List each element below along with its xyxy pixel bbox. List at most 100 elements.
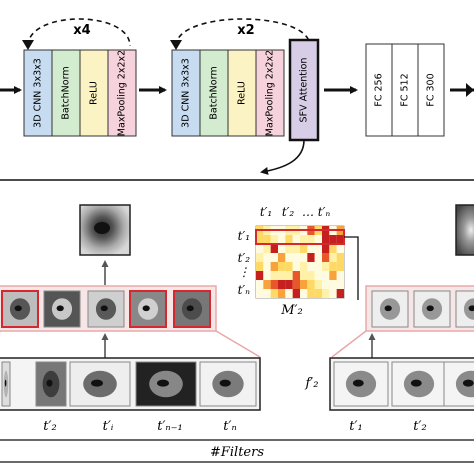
matrix-cell (300, 253, 308, 262)
matrix-cell (322, 253, 330, 262)
matrix-cell (307, 244, 315, 253)
block2-layer-3 (255, 49, 285, 137)
matrix-cell (285, 235, 293, 244)
right-frame-0-core (352, 379, 364, 387)
matrix-cell (278, 253, 286, 262)
block1-layer-label-0: 3D CNN 3x3x3 (33, 58, 44, 128)
fc-layer-0 (365, 43, 393, 137)
right-frame-2-core (462, 379, 474, 387)
fc-layer-2 (417, 43, 445, 137)
block1-repeat-label: x4 (73, 23, 90, 38)
matrix-cell (336, 235, 344, 244)
left-attended-frame-0-core (14, 305, 22, 312)
matrix-cell (300, 271, 308, 280)
matrix-cell (278, 262, 286, 271)
matrix-cell (292, 235, 300, 244)
matrix-cell (270, 280, 278, 289)
matrix-cell (336, 280, 344, 289)
matrix-cell (314, 235, 322, 244)
attention-detail-arrow (260, 139, 305, 175)
matrix-cell (336, 253, 344, 262)
matrix-cell (285, 244, 293, 253)
matrix-cell (256, 235, 264, 244)
highlight-connector (344, 236, 359, 300)
matrix-label: M′₂ (280, 303, 302, 318)
matrix-cell (285, 280, 293, 289)
block2-layer-label-1: BatchNorm (209, 66, 220, 119)
matrix-cell (278, 271, 286, 280)
matrix-cell (256, 262, 264, 271)
matrix-cell (336, 271, 344, 280)
matrix-cell (329, 289, 337, 298)
left-attended-frame-2-core (100, 305, 108, 312)
matrix-cell (270, 289, 278, 298)
matrix-cell (307, 289, 315, 298)
right-frames (333, 361, 474, 407)
matrix-cell (314, 253, 322, 262)
matrix-cell (292, 244, 300, 253)
matrix-cell (307, 280, 315, 289)
matrix-cell (256, 280, 264, 289)
block2-layer-0 (171, 49, 201, 137)
matrix-col-label-1: t′₂ (282, 205, 295, 219)
block1-layer-label-1: BatchNorm (61, 66, 72, 119)
matrix-cell (322, 244, 330, 253)
matrix-cell (336, 262, 344, 271)
matrix-cell (256, 271, 264, 280)
matrix-cell (278, 235, 286, 244)
block1-layer-label-3: MaxPooling 2x2x2 (117, 50, 128, 136)
matrix-cell (285, 289, 293, 298)
aggregated-map-left-blob (94, 222, 110, 234)
block1-layer-3 (107, 49, 137, 137)
matrix-cell (329, 244, 337, 253)
fc-layer-label-2: FC 300 (426, 73, 437, 106)
right-frame-1-core (410, 379, 422, 387)
matrix-col-label-2: … (302, 205, 314, 219)
left-frame-3-core (157, 379, 169, 387)
matrix-cell (314, 244, 322, 253)
matrix-cell (307, 235, 315, 244)
fc-layer-label-1: FC 512 (400, 73, 411, 106)
matrix-row-label-2: ⋮ (238, 265, 250, 279)
matrix-cell (263, 271, 271, 280)
matrix-cell (300, 280, 308, 289)
matrix-cell (292, 280, 300, 289)
matrix-cell (270, 244, 278, 253)
left-attended-frame-4-core (186, 305, 194, 312)
left-frame-label-1: t′ᵢ (103, 419, 114, 434)
left-frame-4-core (219, 379, 231, 387)
right-band-connector (331, 330, 367, 358)
matrix-cell (270, 235, 278, 244)
matrix-col-label-3: t′ₙ (318, 205, 331, 219)
matrix-row-label-0: t′₁ (238, 229, 250, 243)
right-attended-frame-0-core (384, 305, 392, 312)
matrix-cell (314, 280, 322, 289)
sfv-attention-block (288, 38, 320, 142)
left-attended-frames (1, 290, 211, 328)
matrix-cell (307, 262, 315, 271)
matrix-cell (263, 235, 271, 244)
matrix-cell (292, 262, 300, 271)
right-frame-label-0: t′₁ (349, 419, 362, 434)
block2-repeat-loop (175, 18, 311, 47)
block2-layer-label-2: ReLU (237, 81, 248, 105)
block2-repeat-label: x2 (237, 23, 254, 38)
matrix-cell (329, 271, 337, 280)
matrix-row-labels: t′₁t′₂⋮t′ₙ (238, 229, 251, 297)
left-frame-1-core (46, 379, 53, 387)
matrix-cell (329, 253, 337, 262)
matrix-cell (307, 253, 315, 262)
block2-layer-label-0: 3D CNN 3x3x3 (181, 58, 192, 128)
matrix-cell (278, 289, 286, 298)
matrix-cell (263, 244, 271, 253)
block1-layer-1 (51, 49, 81, 137)
block1-layer-label-2: ReLU (89, 81, 100, 105)
matrix-cell (278, 244, 286, 253)
right-attended-frames (371, 290, 474, 328)
matrix-cell (263, 262, 271, 271)
matrix-cell (307, 271, 315, 280)
matrix-cell (278, 280, 286, 289)
matrix-cell (314, 289, 322, 298)
